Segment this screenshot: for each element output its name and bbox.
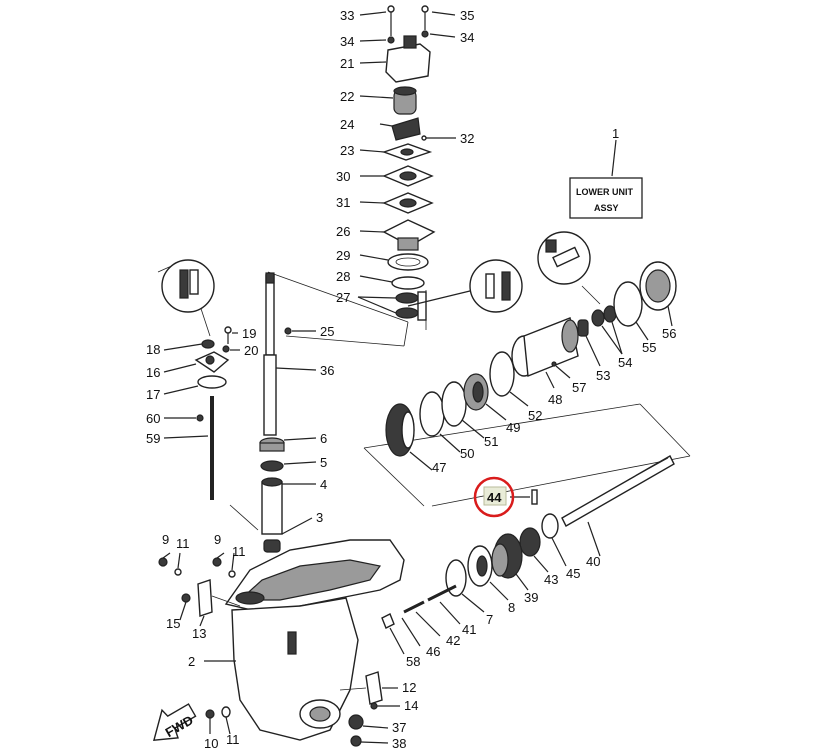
- callout-18: 18: [146, 342, 160, 357]
- callout-14: 14: [404, 698, 418, 713]
- callout-20: 20: [244, 343, 258, 358]
- callout-59: 59: [146, 431, 160, 446]
- callout-11-bottom: 11: [226, 732, 240, 747]
- callout-15: 15: [166, 616, 180, 631]
- callout-40: 40: [586, 554, 600, 569]
- callout-8: 8: [508, 600, 515, 615]
- callout-5: 5: [320, 455, 327, 470]
- callout-32: 32: [460, 131, 474, 146]
- tool-symbols: [161, 231, 591, 313]
- callout-41: 41: [462, 622, 476, 637]
- assembly-box-line1: LOWER UNIT: [576, 187, 633, 197]
- callout-9-right: 9: [214, 532, 221, 547]
- grease-icon-right: [469, 259, 523, 313]
- callout-44: 44: [487, 490, 502, 505]
- callout-52: 52: [528, 408, 542, 423]
- callout-6: 6: [320, 431, 327, 446]
- callout-57: 57: [572, 380, 586, 395]
- callout-51: 51: [484, 434, 498, 449]
- callout-46: 46: [426, 644, 440, 659]
- callout-30: 30: [336, 169, 350, 184]
- callout-10: 10: [204, 736, 218, 751]
- callout-56: 56: [662, 326, 676, 341]
- callout-48: 48: [548, 392, 562, 407]
- callout-36: 36: [320, 363, 334, 378]
- callout-22: 22: [340, 89, 354, 104]
- callout-38: 38: [392, 736, 406, 751]
- callout-1: 1: [612, 126, 619, 141]
- callout-34-right: 34: [460, 30, 474, 45]
- callout-60: 60: [146, 411, 160, 426]
- callout-21: 21: [340, 56, 354, 71]
- callout-12: 12: [402, 680, 416, 695]
- assembly-box: LOWER UNIT ASSY 1: [569, 126, 643, 219]
- callout-53: 53: [596, 368, 610, 383]
- callout-31: 31: [336, 195, 350, 210]
- callout-11-right: 11: [232, 544, 246, 559]
- callout-26: 26: [336, 224, 350, 239]
- callout-42: 42: [446, 633, 460, 648]
- callout-2: 2: [188, 654, 195, 669]
- callout-25: 25: [320, 324, 334, 339]
- callout-28: 28: [336, 269, 350, 284]
- callout-3: 3: [316, 510, 323, 525]
- water-pump-stack: [357, 5, 456, 330]
- callout-54: 54: [618, 355, 632, 370]
- callout-55: 55: [642, 340, 656, 355]
- left-fittings: [158, 552, 241, 627]
- callout-33: 33: [340, 8, 354, 23]
- highlight-marker-44: [473, 476, 515, 518]
- callout-17: 17: [146, 387, 160, 402]
- callout-13: 13: [192, 626, 206, 641]
- callout-19: 19: [242, 326, 256, 341]
- callout-49: 49: [506, 420, 520, 435]
- callout-4: 4: [320, 477, 327, 492]
- bottom-parts: [205, 671, 400, 747]
- assembly-box-line2: ASSY: [594, 203, 619, 213]
- callout-35: 35: [460, 8, 474, 23]
- propeller-shaft-group: [363, 261, 691, 655]
- callout-39: 39: [524, 590, 538, 605]
- callout-9-left: 9: [162, 532, 169, 547]
- callout-7: 7: [486, 612, 493, 627]
- shift-rod-group: [157, 259, 240, 500]
- lower-case-housing: [204, 539, 405, 741]
- callout-24: 24: [340, 117, 354, 132]
- callout-43: 43: [544, 572, 558, 587]
- callout-labels: 33 35 34 34 21 22 24 32 23 30 31 26 29 2…: [146, 8, 676, 751]
- callout-29: 29: [336, 248, 350, 263]
- callout-37: 37: [392, 720, 406, 735]
- callout-58: 58: [406, 654, 420, 669]
- callout-16: 16: [146, 365, 160, 380]
- callout-45: 45: [566, 566, 580, 581]
- callout-27: 27: [336, 290, 350, 305]
- callout-47: 47: [432, 460, 446, 475]
- callout-34-left: 34: [340, 34, 354, 49]
- fwd-arrow: FWD: [153, 703, 197, 741]
- callout-50: 50: [460, 446, 474, 461]
- callout-11-left: 11: [176, 536, 190, 551]
- callout-23: 23: [340, 143, 354, 158]
- drive-shaft-group: [229, 271, 475, 553]
